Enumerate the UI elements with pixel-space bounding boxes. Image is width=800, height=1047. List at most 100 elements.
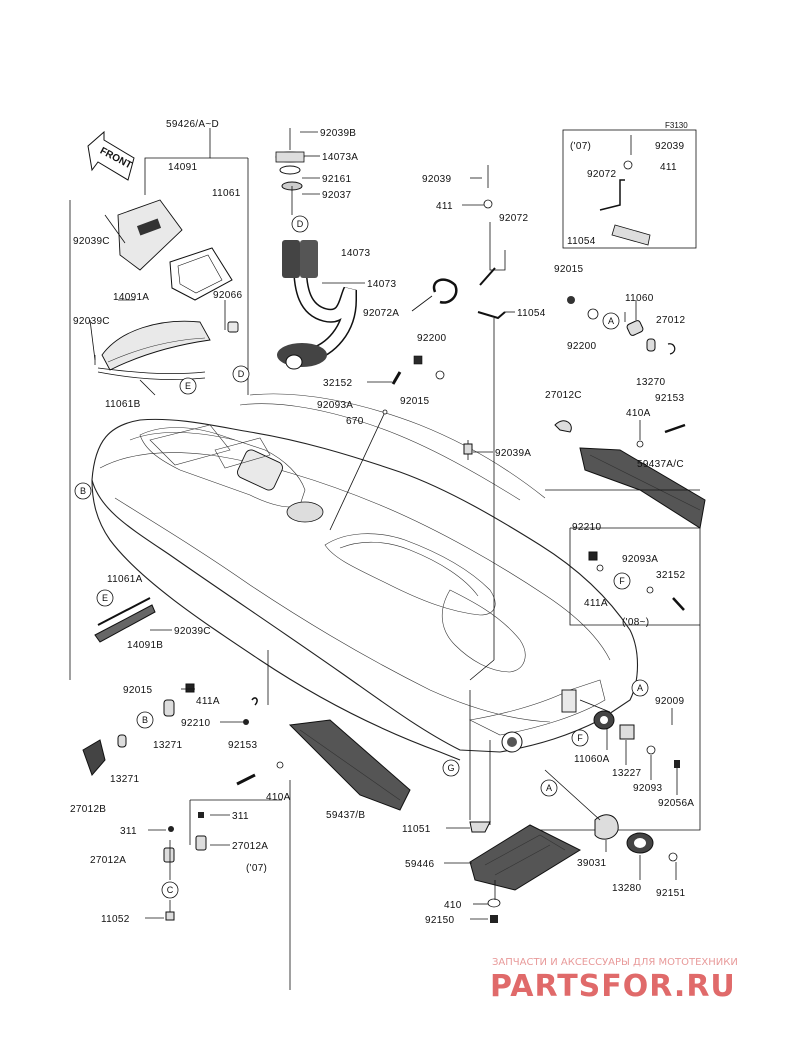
label-59437A-C: 59437A/C bbox=[637, 459, 684, 470]
callout-B-left: B bbox=[74, 482, 92, 500]
label-13271: 13271 bbox=[153, 740, 182, 751]
inset-07-top bbox=[562, 129, 697, 249]
label-92210: 92210 bbox=[181, 718, 210, 729]
label-410A: 410A bbox=[626, 408, 651, 419]
label-92210: 92210 bbox=[572, 522, 601, 533]
label-27012C: 27012C bbox=[545, 390, 582, 401]
label-59437-B: 59437/B bbox=[326, 810, 365, 821]
cover-14091A bbox=[101, 320, 211, 371]
svg-text:F: F bbox=[577, 733, 583, 743]
diagram-code: F3130 bbox=[665, 121, 688, 130]
label-411: 411 bbox=[436, 201, 453, 212]
label-13280: 13280 bbox=[612, 883, 641, 894]
label-92009: 92009 bbox=[655, 696, 684, 707]
label-11060A: 11060A bbox=[574, 754, 610, 765]
label-inset-11054: 11054 bbox=[567, 236, 596, 247]
label-27012A: 27012A bbox=[90, 855, 126, 866]
label-92056A: 92056A bbox=[658, 798, 694, 809]
part-labels: 59426/A~D 14091 11061 92039C 14091A 9206… bbox=[70, 119, 694, 926]
label-92093A: 92093A bbox=[317, 400, 353, 411]
cover-14091 bbox=[117, 199, 183, 271]
label-92015: 92015 bbox=[400, 396, 429, 407]
svg-text:A: A bbox=[546, 783, 552, 793]
label-14073: 14073 bbox=[341, 248, 370, 259]
svg-text:A: A bbox=[637, 683, 643, 693]
svg-text:E: E bbox=[185, 381, 191, 391]
watermark-brand: PARTSFOR.RU bbox=[490, 969, 736, 1004]
inset-year-07-left: ('07) bbox=[246, 863, 267, 874]
label-670: 670 bbox=[346, 416, 364, 427]
label-27012A: 27012A bbox=[232, 841, 268, 852]
callout-A-top: A bbox=[602, 312, 620, 330]
label-32152: 32152 bbox=[656, 570, 685, 581]
svg-text:D: D bbox=[238, 369, 245, 379]
label-410A: 410A bbox=[266, 792, 291, 803]
inset-year-07: ('07) bbox=[570, 141, 591, 152]
label-27012B: 27012B bbox=[70, 804, 106, 815]
svg-text:F: F bbox=[619, 576, 625, 586]
label-13270: 13270 bbox=[636, 377, 665, 388]
label-92072A: 92072A bbox=[363, 308, 399, 319]
label-27012: 27012 bbox=[656, 315, 685, 326]
callout-D-top: D bbox=[291, 215, 309, 233]
label-92153: 92153 bbox=[228, 740, 257, 751]
label-11052: 11052 bbox=[101, 914, 130, 925]
leader-lines bbox=[89, 131, 678, 920]
label-92015: 92015 bbox=[123, 685, 152, 696]
rail-59437B bbox=[288, 719, 411, 811]
hull-body bbox=[91, 393, 638, 761]
label-11061A: 11061A bbox=[107, 574, 143, 585]
label-92066: 92066 bbox=[213, 290, 242, 301]
callout-F-lower: F bbox=[571, 729, 589, 747]
label-92039C: 92039C bbox=[73, 316, 110, 327]
svg-text:D: D bbox=[297, 219, 304, 229]
label-92153: 92153 bbox=[655, 393, 684, 404]
label-14091B: 14091B bbox=[127, 640, 163, 651]
watermark: ЗАПЧАСТИ И АКСЕССУАРЫ ДЛЯ МОТОТЕХНИКИ PA… bbox=[490, 957, 738, 1004]
label-92200: 92200 bbox=[417, 333, 446, 344]
label-92200: 92200 bbox=[567, 341, 596, 352]
callout-A-right: A bbox=[631, 679, 649, 697]
cap-14073A bbox=[275, 128, 305, 191]
label-410: 410 bbox=[444, 900, 462, 911]
callout-A-lower: A bbox=[540, 779, 558, 797]
label-14091A: 14091A bbox=[113, 292, 149, 303]
callout-E-top: E bbox=[179, 377, 197, 395]
label-11060: 11060 bbox=[625, 293, 654, 304]
label-92093: 92093 bbox=[633, 783, 662, 794]
label-92151: 92151 bbox=[656, 888, 685, 899]
air-duct-14073 bbox=[277, 240, 357, 370]
label-92093A: 92093A bbox=[622, 554, 658, 565]
label-13271: 13271 bbox=[110, 774, 139, 785]
label-92039C: 92039C bbox=[73, 236, 110, 247]
watermark-tagline: ЗАПЧАСТИ И АКСЕССУАРЫ ДЛЯ МОТОТЕХНИКИ bbox=[492, 957, 738, 968]
label-92037: 92037 bbox=[322, 190, 351, 201]
label-14073A: 14073A bbox=[322, 152, 358, 163]
front-arrow-icon: FRONT bbox=[87, 130, 135, 181]
callout-B-lower: B bbox=[136, 711, 154, 729]
label-59446: 59446 bbox=[405, 859, 434, 870]
callout-G: G bbox=[442, 759, 460, 777]
fin-11061A bbox=[94, 597, 156, 643]
svg-text:A: A bbox=[608, 316, 614, 326]
label-92072: 92072 bbox=[499, 213, 528, 224]
label-92161: 92161 bbox=[322, 174, 351, 185]
label-14073: 14073 bbox=[367, 279, 396, 290]
label-11061: 11061 bbox=[212, 188, 241, 199]
label-92039B: 92039B bbox=[320, 128, 356, 139]
label-inset-92072: 92072 bbox=[587, 169, 616, 180]
callout-C: C bbox=[161, 881, 179, 899]
gasket-11061 bbox=[169, 247, 233, 301]
label-11061B: 11061B bbox=[105, 399, 141, 410]
part-92066 bbox=[227, 321, 239, 333]
inset-year-08: ('08~) bbox=[622, 617, 649, 628]
callout-F-right: F bbox=[613, 572, 631, 590]
svg-text:B: B bbox=[80, 486, 86, 496]
label-13227: 13227 bbox=[612, 768, 641, 779]
label-311: 311 bbox=[120, 826, 137, 837]
label-92150: 92150 bbox=[425, 915, 454, 926]
label-411A: 411A bbox=[584, 598, 608, 609]
callout-D-left: D bbox=[232, 365, 250, 383]
cover-59446 bbox=[469, 824, 582, 891]
